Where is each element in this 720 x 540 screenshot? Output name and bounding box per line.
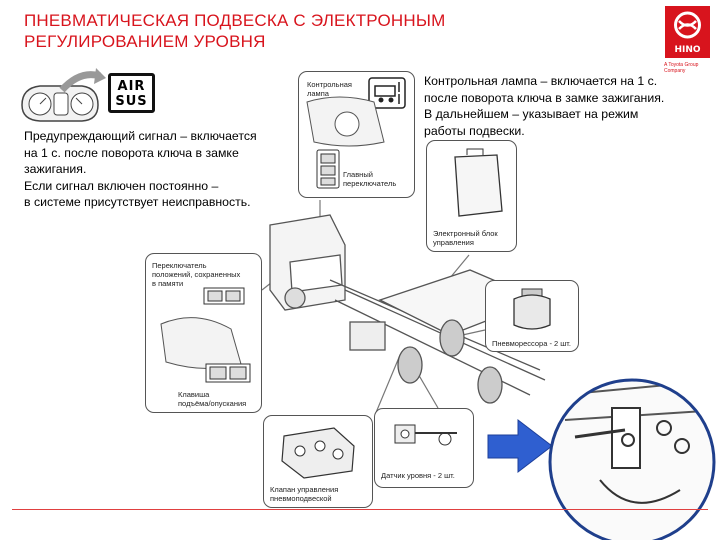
cab-drawing bbox=[306, 77, 406, 189]
level-sensor-label: Датчик уровня - 2 шт. bbox=[381, 471, 455, 480]
logo-tagline: A Toyota Group Company bbox=[664, 62, 699, 74]
instrument-cluster-icon bbox=[21, 85, 99, 122]
hino-logo: HINO bbox=[665, 6, 710, 58]
warning-description: Предупреждающий сигнал – включается на 1… bbox=[24, 129, 257, 209]
truck-chassis bbox=[269, 214, 546, 404]
air-sus-indicator-icon: AIR SUS bbox=[108, 73, 155, 113]
ecu-icon bbox=[454, 148, 503, 217]
air-bellows-panel: Пневморессора - 2 шт. bbox=[485, 280, 579, 352]
level-sensor-panel: Датчик уровня - 2 шт. bbox=[374, 408, 474, 488]
air-bellows-icon bbox=[513, 288, 551, 330]
footer-divider bbox=[12, 509, 708, 510]
switch-drawing bbox=[160, 287, 251, 383]
bellows-label: Пневморессора - 2 шт. bbox=[492, 339, 571, 348]
hino-emblem-icon: HINO bbox=[674, 11, 701, 55]
level-sensor-icon bbox=[394, 424, 457, 446]
zoom-arrow bbox=[487, 418, 553, 474]
lamp-description: Контрольная лампа – включается на 1 с. п… bbox=[424, 74, 665, 138]
page-title: ПНЕВМАТИЧЕСКАЯ ПОДВЕСКА С ЭЛЕКТРОННЫМ РЕ… bbox=[24, 11, 446, 51]
logo-brand: HINO bbox=[674, 45, 700, 55]
control-valve-icon bbox=[281, 427, 355, 479]
sensor-closeup bbox=[550, 380, 714, 540]
